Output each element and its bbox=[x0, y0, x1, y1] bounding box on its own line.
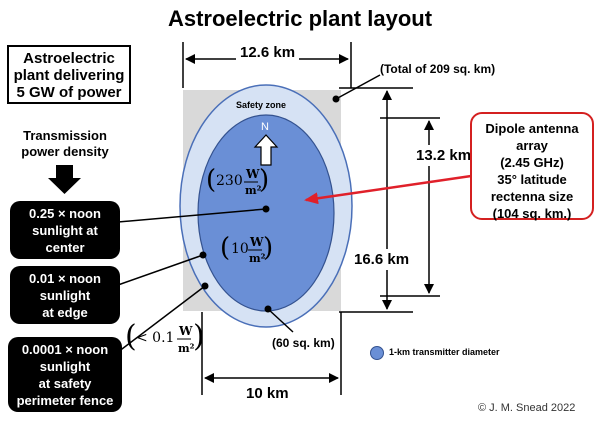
fence-density: ( < 0.1 W m² ) bbox=[125, 319, 205, 355]
outer-height-label: 16.6 km bbox=[352, 249, 412, 270]
edge-density-value: 10 bbox=[231, 241, 249, 257]
dipole-line-1: Dipole antenna bbox=[485, 121, 579, 136]
fence-density-value: < 0.1 bbox=[136, 330, 174, 346]
total-area-label: (Total of 209 sq. km) bbox=[380, 62, 496, 76]
center-density: ( 230 W m² ) bbox=[206, 165, 269, 197]
top-width-label: 12.6 km bbox=[236, 44, 300, 61]
edge-box-line-1: 0.01 × noon bbox=[29, 271, 101, 286]
edge-sunlight-box: 0.01 × noon sunlight at edge bbox=[10, 266, 120, 324]
transmission-line-2: power density bbox=[21, 144, 109, 159]
dipole-box: Dipole antenna array (2.45 GHz) 35° lati… bbox=[470, 112, 594, 221]
svg-text:(: ( bbox=[220, 233, 230, 263]
edge-box-line-2: sunlight bbox=[39, 288, 91, 303]
fence-density-num: W bbox=[178, 324, 193, 338]
transmission-label: Transmission power density bbox=[0, 128, 130, 160]
fence-density-den: m² bbox=[178, 342, 195, 355]
sixty-area-dot bbox=[264, 305, 272, 313]
red-pointer bbox=[304, 173, 479, 205]
center-density-num: W bbox=[245, 167, 260, 181]
dipole-line-6: (104 sq. km.) bbox=[492, 206, 572, 221]
center-box-line-1: 0.25 × noon bbox=[29, 206, 101, 221]
fence-box-line-2: sunlight bbox=[39, 359, 91, 374]
plant-box-line-2: plant delivering bbox=[13, 67, 125, 84]
total-area-dot bbox=[332, 95, 340, 103]
dipole-line-3: (2.45 GHz) bbox=[500, 155, 564, 170]
fence-box-line-3: at safety bbox=[38, 376, 92, 391]
center-dot bbox=[262, 205, 270, 213]
center-density-den: m² bbox=[245, 184, 262, 197]
dipole-line-5: rectenna size bbox=[490, 189, 574, 204]
svg-text:): ) bbox=[259, 165, 269, 195]
fence-sunlight-box: 0.0001 × noon sunlight at safety perimet… bbox=[8, 337, 122, 412]
fence-box-line-4: perimeter fence bbox=[16, 393, 114, 408]
north-label: N bbox=[261, 121, 269, 133]
legend-dot bbox=[370, 346, 384, 360]
bottom-width-label: 10 km bbox=[246, 385, 289, 402]
plant-box-line-3: 5 GW of power bbox=[16, 84, 122, 101]
transmission-line-1: Transmission bbox=[23, 128, 107, 143]
svg-text:): ) bbox=[193, 319, 205, 354]
plant-box: Astroelectric plant delivering 5 GW of p… bbox=[7, 45, 131, 104]
legend-label: 1-km transmitter diameter bbox=[389, 347, 500, 357]
svg-text:): ) bbox=[263, 233, 273, 263]
edge-density-den: m² bbox=[249, 252, 266, 265]
copyright: © J. M. Snead 2022 bbox=[478, 402, 576, 414]
edge-density-num: W bbox=[249, 235, 264, 249]
down-arrow-icon bbox=[48, 165, 81, 194]
edge-density: ( 10 W m² ) bbox=[220, 233, 273, 265]
inner-height-label: 13.2 km bbox=[414, 145, 474, 166]
dipole-line-2: array bbox=[516, 138, 548, 153]
center-box-line-3: center bbox=[45, 240, 85, 255]
plant-box-line-1: Astroelectric bbox=[23, 50, 115, 67]
fence-dot bbox=[201, 282, 209, 290]
svg-text:(: ( bbox=[206, 165, 216, 195]
svg-text:(: ( bbox=[125, 319, 137, 354]
center-sunlight-box: 0.25 × noon sunlight at center bbox=[10, 201, 120, 259]
page-title: Astroelectric plant layout bbox=[167, 6, 433, 31]
fence-box-line-1: 0.0001 × noon bbox=[21, 342, 109, 357]
center-density-value: 230 bbox=[216, 173, 243, 189]
center-box-line-2: sunlight at bbox=[32, 223, 98, 238]
edge-dot bbox=[199, 251, 207, 259]
north-arrow bbox=[253, 134, 279, 166]
safety-zone-label: Safety zone bbox=[236, 100, 287, 110]
sixty-area-label: (60 sq. km) bbox=[272, 336, 335, 350]
dipole-line-4: 35° latitude bbox=[497, 172, 567, 187]
edge-box-line-3: at edge bbox=[42, 305, 88, 320]
